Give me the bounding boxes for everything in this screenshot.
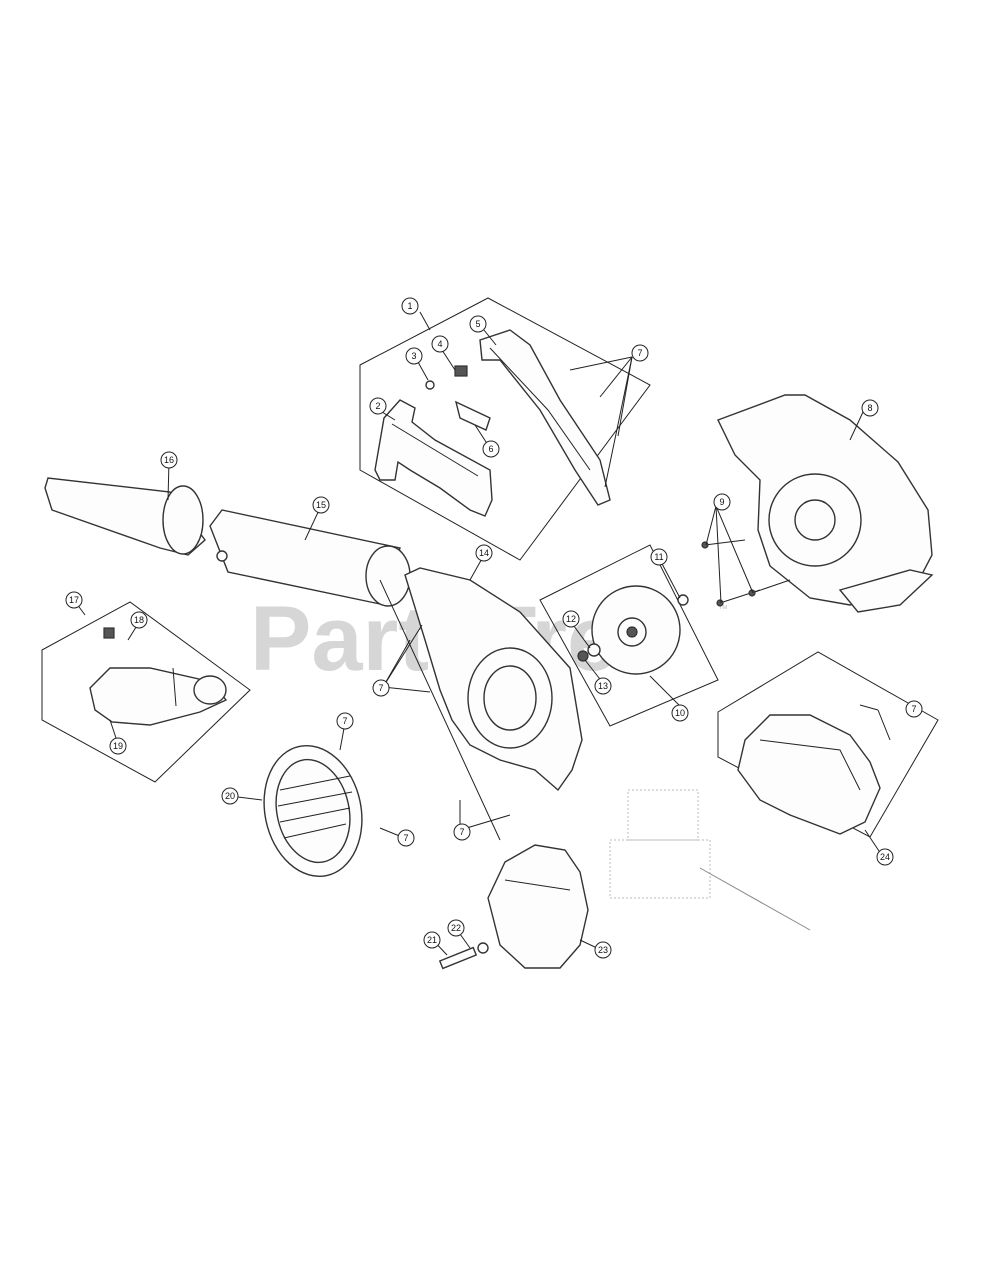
callout-7f-label: 7 xyxy=(911,704,916,714)
blower-housing-part xyxy=(404,567,583,792)
callout-9-label: 9 xyxy=(719,497,724,507)
callout-13: 13 xyxy=(594,677,612,695)
callout-12: 12 xyxy=(562,610,580,628)
engine-cover-part xyxy=(737,714,881,835)
group-box-10 xyxy=(539,544,719,727)
callout-5: 5 xyxy=(469,315,487,333)
callout-8: 8 xyxy=(861,399,879,417)
screws-9 xyxy=(701,539,791,607)
callout-23-label: 23 xyxy=(598,945,608,955)
callout-20: 20 xyxy=(221,787,239,805)
rear-housing-part xyxy=(717,394,934,613)
callout-7a-label: 7 xyxy=(637,348,642,358)
callout-10-label: 10 xyxy=(675,708,685,718)
fan-part xyxy=(591,585,681,675)
callout-7d-label: 7 xyxy=(403,833,408,843)
watermark-trademark: ™ xyxy=(718,604,728,615)
callout-7e-label: 7 xyxy=(459,827,464,837)
callout-4-label: 4 xyxy=(437,339,442,349)
engine-ghost xyxy=(609,789,811,931)
callout-7f: 7 xyxy=(905,700,923,718)
group-box-17 xyxy=(41,601,251,783)
callout-2: 2 xyxy=(369,397,387,415)
control-assembly-part xyxy=(89,627,228,726)
callout-24-label: 24 xyxy=(880,852,890,862)
callout-13-label: 13 xyxy=(598,681,608,691)
callout-18-label: 18 xyxy=(134,615,144,625)
pin-part xyxy=(438,942,489,970)
callout-7d: 7 xyxy=(397,829,415,847)
callout-16: 16 xyxy=(160,451,178,469)
callout-22: 22 xyxy=(447,919,465,937)
callout-3-label: 3 xyxy=(411,351,416,361)
callout-11-label: 11 xyxy=(654,552,663,562)
callout-7e: 7 xyxy=(453,823,471,841)
callout-9: 9 xyxy=(713,493,731,511)
callout-17: 17 xyxy=(65,591,83,609)
tube-part xyxy=(209,509,411,607)
callout-7c-label: 7 xyxy=(342,716,347,726)
callout-2-label: 2 xyxy=(375,401,380,411)
callout-21-label: 21 xyxy=(427,935,437,945)
callout-11: 11 xyxy=(650,548,668,566)
callout-16-label: 16 xyxy=(164,455,174,465)
small-parts-group-1 xyxy=(425,365,491,431)
callout-6: 6 xyxy=(482,440,500,458)
callout-8-label: 8 xyxy=(867,403,872,413)
group-box-24 xyxy=(717,651,939,838)
callout-3: 3 xyxy=(405,347,423,365)
callout-21: 21 xyxy=(423,931,441,949)
callout-19-label: 19 xyxy=(113,741,123,751)
callout-7c: 7 xyxy=(336,712,354,730)
nozzle-part xyxy=(44,477,206,556)
callout-10: 10 xyxy=(671,704,689,722)
callout-14-label: 14 xyxy=(479,548,489,558)
callout-5-label: 5 xyxy=(475,319,480,329)
callout-6-label: 6 xyxy=(488,444,493,454)
callout-15: 15 xyxy=(312,496,330,514)
callout-18: 18 xyxy=(130,611,148,629)
callout-1: 1 xyxy=(401,297,419,315)
fan-hardware xyxy=(577,594,689,662)
callout-1-label: 1 xyxy=(407,301,412,311)
callout-7b: 7 xyxy=(372,679,390,697)
callout-12-label: 12 xyxy=(566,614,576,624)
handle-housing-part xyxy=(479,329,611,506)
callout-14: 14 xyxy=(475,544,493,562)
handle-part xyxy=(374,399,493,517)
callout-4: 4 xyxy=(431,335,449,353)
callout-17-label: 17 xyxy=(69,595,79,605)
callout-7b-label: 7 xyxy=(378,683,383,693)
callout-7a: 7 xyxy=(631,344,649,362)
intake-grill-part xyxy=(263,744,363,878)
callout-15-label: 15 xyxy=(316,500,326,510)
callout-24: 24 xyxy=(876,848,894,866)
recoil-cover-part xyxy=(487,844,589,969)
callout-20-label: 20 xyxy=(225,791,235,801)
callout-19: 19 xyxy=(109,737,127,755)
callout-22-label: 22 xyxy=(451,923,461,933)
callout-23: 23 xyxy=(594,941,612,959)
